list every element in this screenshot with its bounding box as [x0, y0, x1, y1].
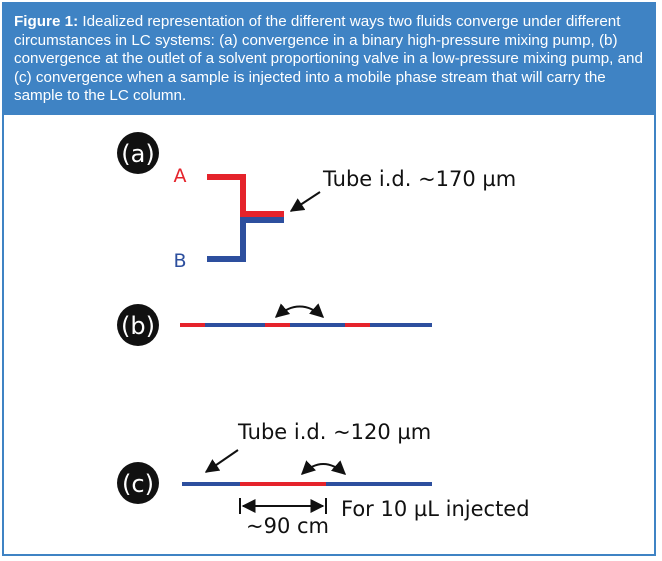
badge-b — [117, 304, 159, 346]
figure-caption: Figure 1: Idealized representation of th… — [4, 4, 654, 115]
panel-b: (b) — [117, 303, 432, 346]
panel-c: (c) Tube i.d. ~120 µm ~90 cm For 10 µL i… — [117, 420, 530, 538]
badge-a-label: (a) — [121, 140, 154, 168]
arrow-mixing-c — [300, 460, 347, 475]
annotation-length-c: ~90 cm — [246, 514, 329, 538]
caption-label: Figure 1: — [14, 13, 79, 30]
annotation-tube-c: Tube i.d. ~120 µm — [237, 420, 431, 444]
annotation-volume-c: For 10 µL injected — [341, 497, 530, 521]
label-a: A — [174, 165, 187, 187]
tube-a-red — [207, 174, 284, 217]
annotation-tube-a: Tube i.d. ~170 µm — [322, 167, 516, 191]
arrow-tube-c — [204, 449, 239, 473]
arrow-mixing-b — [274, 303, 325, 318]
caption-text: Idealized representation of the differen… — [14, 13, 643, 105]
badge-b-label: (b) — [121, 312, 155, 340]
badge-a — [117, 132, 159, 174]
tube-b-blue — [207, 217, 284, 262]
label-b: B — [173, 250, 186, 272]
figure-frame: Figure 1: Idealized representation of th… — [2, 2, 656, 556]
arrow-tube-a — [289, 191, 321, 212]
panel-a: (a) A B Tube i.d. ~170 µm — [117, 132, 516, 272]
badge-c-label: (c) — [122, 470, 154, 498]
badge-c — [117, 462, 159, 504]
